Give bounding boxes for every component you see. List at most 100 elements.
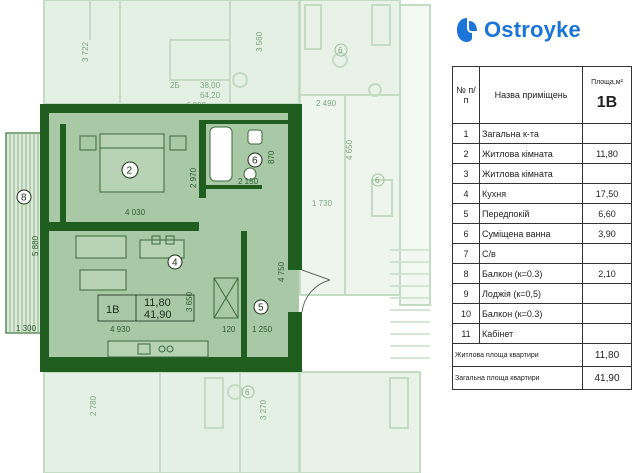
row-num: 2 bbox=[452, 143, 480, 164]
dim-4030: 4 030 bbox=[125, 208, 146, 217]
row-name: Кухня bbox=[479, 183, 583, 204]
row-num: 5 bbox=[452, 203, 480, 224]
unit-label: 1В bbox=[106, 304, 119, 316]
room-number-4: 4 bbox=[172, 258, 178, 269]
ghost-room-number: 6 bbox=[245, 388, 250, 397]
row-num: 4 bbox=[452, 183, 480, 204]
ghost-dim-3560: 3 560 bbox=[255, 31, 264, 52]
brand-logo: Ostroyke bbox=[456, 10, 634, 50]
row-area bbox=[582, 303, 632, 324]
dim-870: 870 bbox=[267, 150, 276, 164]
room-marker-8 bbox=[16, 189, 32, 205]
stair-hatch bbox=[390, 249, 430, 359]
room-number-5: 5 bbox=[258, 303, 264, 314]
unit-label-box bbox=[97, 294, 195, 322]
row-area bbox=[582, 283, 632, 304]
row-name: Житлова кімната bbox=[479, 163, 583, 184]
ghost-room-marker bbox=[334, 43, 348, 57]
ghost-room-number: 6 bbox=[338, 46, 343, 55]
exterior-walls bbox=[40, 104, 302, 372]
row-num: 1 bbox=[452, 123, 480, 144]
living-area-row: Житлова площа квартири 11,80 bbox=[452, 343, 632, 367]
header-num: № п/п bbox=[452, 66, 480, 124]
row-area bbox=[582, 243, 632, 264]
room-marker-4 bbox=[167, 254, 183, 270]
ghost-value-1: 38,00 bbox=[200, 81, 221, 90]
row-name: Передпокій bbox=[479, 203, 583, 224]
ghost-value-2: 64,20 bbox=[200, 91, 221, 100]
row-name: Житлова кімната bbox=[479, 143, 583, 164]
living-area-value: 11,80 bbox=[582, 343, 632, 367]
neighbor-units bbox=[43, 0, 431, 473]
ghost-room-marker bbox=[371, 173, 385, 187]
total-area-row: Загальна площа квартири 41,90 bbox=[452, 366, 632, 390]
dim-4750: 4 750 bbox=[277, 261, 286, 282]
row-num: 6 bbox=[452, 223, 480, 244]
room-number-8: 8 bbox=[21, 193, 27, 204]
room-number-6: 6 bbox=[252, 156, 258, 167]
unit-total-area: 41,90 bbox=[144, 309, 172, 321]
ghost-dim-2780: 2 780 bbox=[89, 395, 98, 416]
row-num: 7 bbox=[452, 243, 480, 264]
logo-mark-icon bbox=[457, 18, 477, 42]
interior-walls bbox=[49, 120, 288, 357]
dim-3650: 3 650 bbox=[185, 291, 194, 312]
ghost-dim-2490: 2 490 bbox=[316, 99, 337, 108]
row-area: 17,50 bbox=[582, 183, 632, 204]
room-number-2: 2 bbox=[127, 166, 133, 177]
ghost-dim-1730: 1 730 bbox=[312, 199, 333, 208]
dim-5880: 5 880 bbox=[31, 235, 40, 256]
brand-name: Ostroyke bbox=[484, 17, 581, 42]
room-marker-2 bbox=[121, 161, 139, 179]
row-num: 3 bbox=[452, 163, 480, 184]
ghost-dim-3270: 3 270 bbox=[259, 399, 268, 420]
unit-living-area: 11,80 bbox=[144, 297, 171, 309]
dim-120: 120 bbox=[222, 325, 236, 334]
row-area: 3,90 bbox=[582, 223, 632, 244]
room-marker-5 bbox=[253, 299, 269, 315]
dim-1250: 1 250 bbox=[252, 325, 273, 334]
row-num: 11 bbox=[452, 323, 480, 344]
bathroom-fixtures bbox=[209, 126, 263, 182]
dim-2970: 2 970 bbox=[189, 167, 198, 188]
entrance-door bbox=[301, 279, 331, 313]
living-area-label: Житлова площа квартири bbox=[452, 343, 583, 367]
row-area bbox=[582, 163, 632, 184]
ghost-room-number: 6 bbox=[375, 176, 380, 185]
kitchen-furniture bbox=[75, 235, 239, 358]
row-area bbox=[582, 323, 632, 344]
ghost-dim-4650: 4 650 bbox=[345, 139, 354, 160]
dim-2150: 2 150 bbox=[238, 177, 259, 186]
header-area: Площа,м² 1В bbox=[582, 66, 632, 124]
entrance-door-leaf bbox=[301, 269, 331, 281]
row-name: Лоджія (к=0,5) bbox=[479, 283, 583, 304]
header-area-caption: Площа,м² bbox=[591, 78, 623, 86]
total-area-value: 41,90 bbox=[582, 366, 632, 390]
row-name: Кабінет bbox=[479, 323, 583, 344]
ghost-unit-label: 2Б bbox=[170, 81, 180, 90]
row-name: Балкон (к=0.3) bbox=[479, 303, 583, 324]
row-num: 8 bbox=[452, 263, 480, 284]
dim-1300: 1 300 bbox=[16, 324, 37, 333]
row-name: С/в bbox=[479, 243, 583, 264]
row-area bbox=[582, 123, 632, 144]
row-name: Балкон (к=0.3) bbox=[479, 263, 583, 284]
row-num: 10 bbox=[452, 303, 480, 324]
total-area-label: Загальна площа квартири bbox=[452, 366, 583, 390]
row-name: Суміщена ванна bbox=[479, 223, 583, 244]
ghost-dim-3722: 3 722 bbox=[81, 41, 90, 62]
dim-4930: 4 930 bbox=[110, 325, 131, 334]
header-unit: 1В bbox=[596, 93, 618, 111]
table-header-row: № п/п Назва приміщень Площа,м² 1В bbox=[452, 66, 632, 124]
